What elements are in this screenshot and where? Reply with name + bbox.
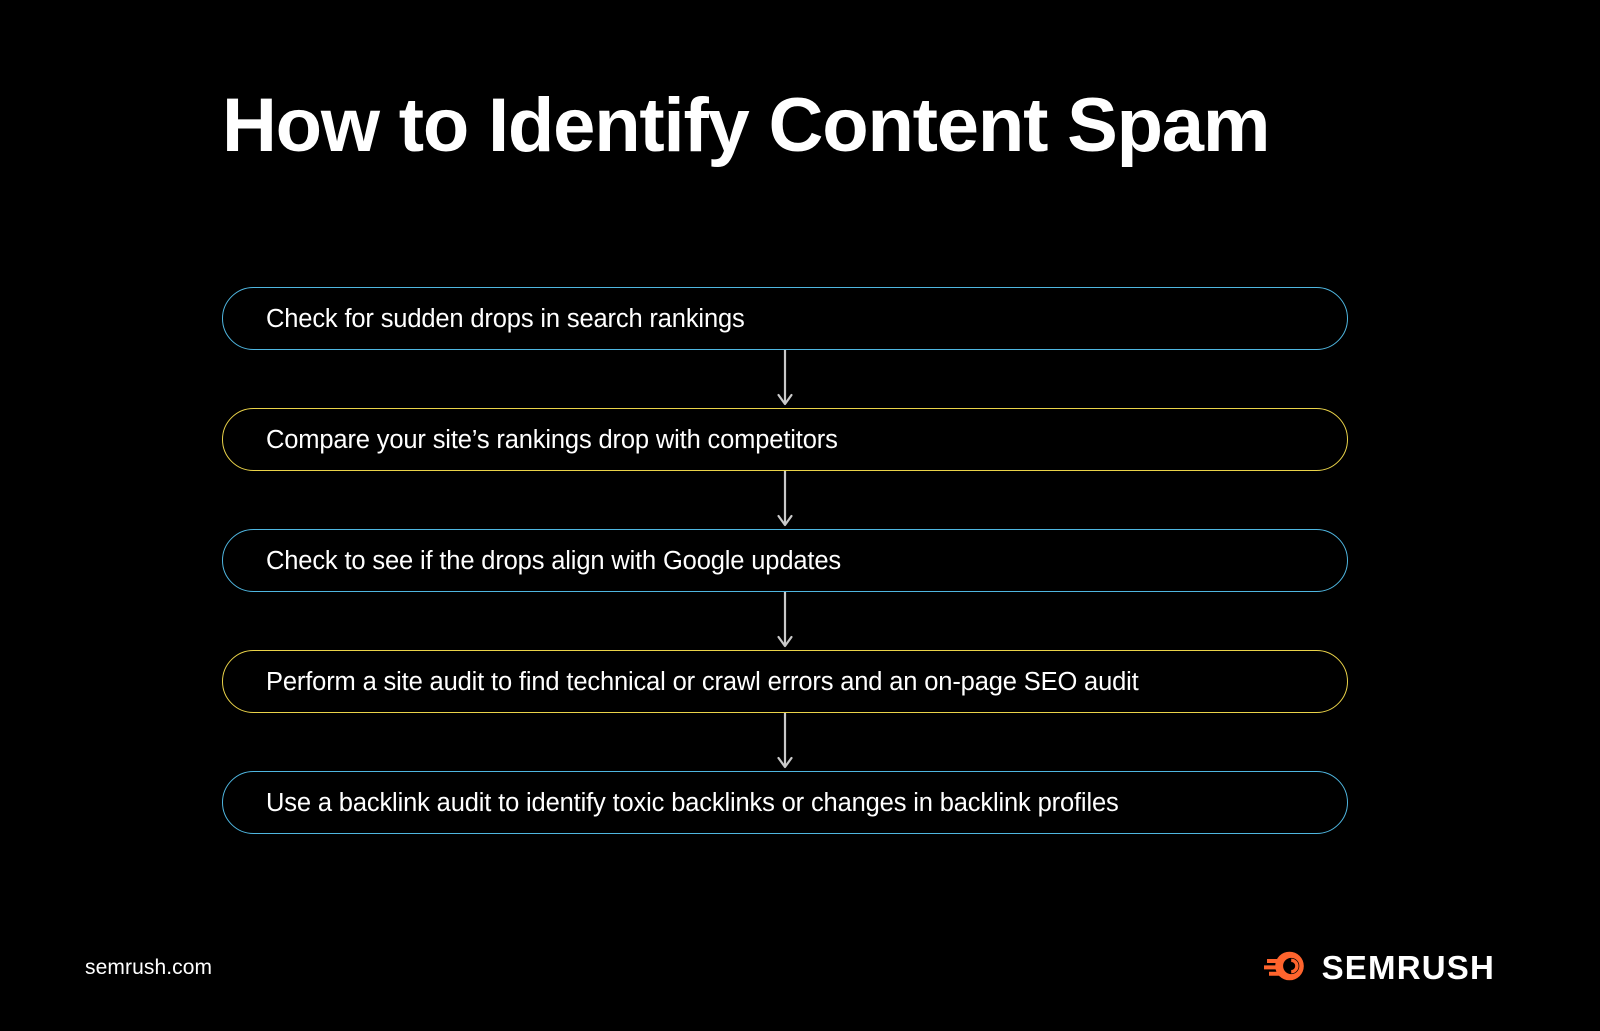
step-box-3[interactable]: Check to see if the drops align with Goo…: [222, 529, 1348, 592]
step-box-2[interactable]: Compare your site’s rankings drop with c…: [222, 408, 1348, 471]
flow-step: Compare your site’s rankings drop with c…: [222, 408, 1348, 471]
flow-step: Check for sudden drops in search ranking…: [222, 287, 1348, 350]
semrush-comet-logo-icon: [1263, 950, 1308, 987]
step-box-1[interactable]: Check for sudden drops in search ranking…: [222, 287, 1348, 350]
flowchart: Check for sudden drops in search ranking…: [222, 287, 1348, 834]
semrush-wordmark: SEMRUSH: [1321, 949, 1495, 986]
footer-domain-text: semrush.com: [85, 956, 213, 979]
connector-arrow-1: [222, 350, 1348, 408]
step-label-4: Perform a site audit to find technical o…: [266, 667, 1139, 696]
connector-arrow-4: [222, 713, 1348, 771]
step-label-5: Use a backlink audit to identify toxic b…: [266, 788, 1119, 817]
step-box-4[interactable]: Perform a site audit to find technical o…: [222, 650, 1348, 713]
page-title: How to Identify Content Spam: [222, 83, 1270, 168]
step-label-2: Compare your site’s rankings drop with c…: [266, 425, 838, 454]
flow-step: Perform a site audit to find technical o…: [222, 650, 1348, 713]
step-label-1: Check for sudden drops in search ranking…: [266, 304, 745, 333]
flow-step: Use a backlink audit to identify toxic b…: [222, 771, 1348, 834]
semrush-brand-logo: SEMRUSH: [1263, 948, 1495, 988]
connector-arrow-2: [222, 471, 1348, 529]
step-box-5[interactable]: Use a backlink audit to identify toxic b…: [222, 771, 1348, 834]
connector-arrow-3: [222, 592, 1348, 650]
flow-step: Check to see if the drops align with Goo…: [222, 529, 1348, 592]
step-label-3: Check to see if the drops align with Goo…: [266, 546, 841, 575]
